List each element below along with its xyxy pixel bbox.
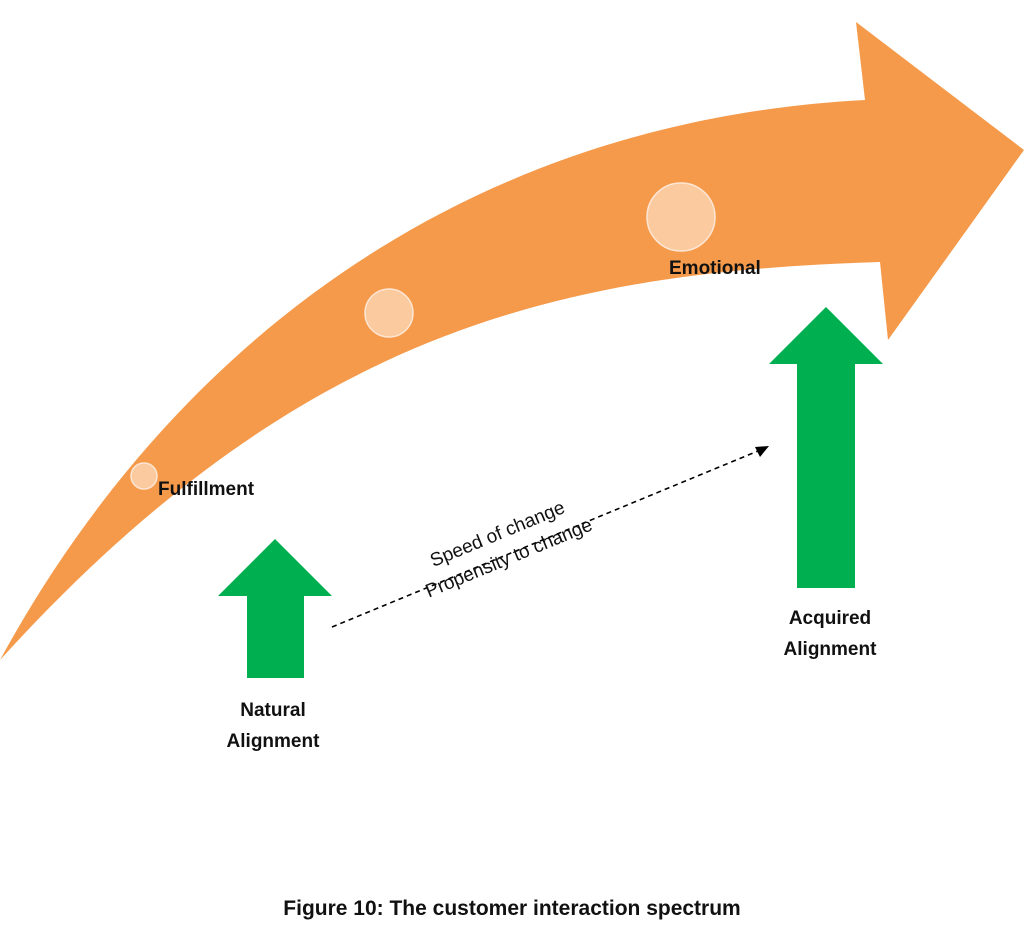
change-connector-line: [331, 450, 759, 628]
natural-alignment-label: Natural Alignment: [213, 695, 333, 757]
natural-alignment-line-2: Alignment: [226, 731, 320, 752]
figure-caption: Figure 10: The customer interaction spec…: [283, 897, 741, 920]
change-connector-arrowhead: [755, 446, 769, 457]
acquired-alignment-arrow: [769, 307, 883, 588]
fulfillment-marker: [130, 462, 158, 490]
acquired-alignment-line-1: Acquired: [788, 608, 872, 629]
mid-marker: [364, 288, 414, 338]
acquired-alignment-line-2: Alignment: [783, 639, 877, 660]
emotional-label: Emotional: [669, 258, 761, 279]
acquired-alignment-label: Acquired Alignment: [770, 603, 890, 665]
natural-alignment-arrow: [218, 539, 332, 678]
spectrum-curved-arrow: [0, 22, 1024, 660]
fulfillment-label: Fulfillment: [158, 479, 255, 500]
emotional-marker: [646, 182, 716, 252]
natural-alignment-line-1: Natural: [240, 700, 306, 721]
